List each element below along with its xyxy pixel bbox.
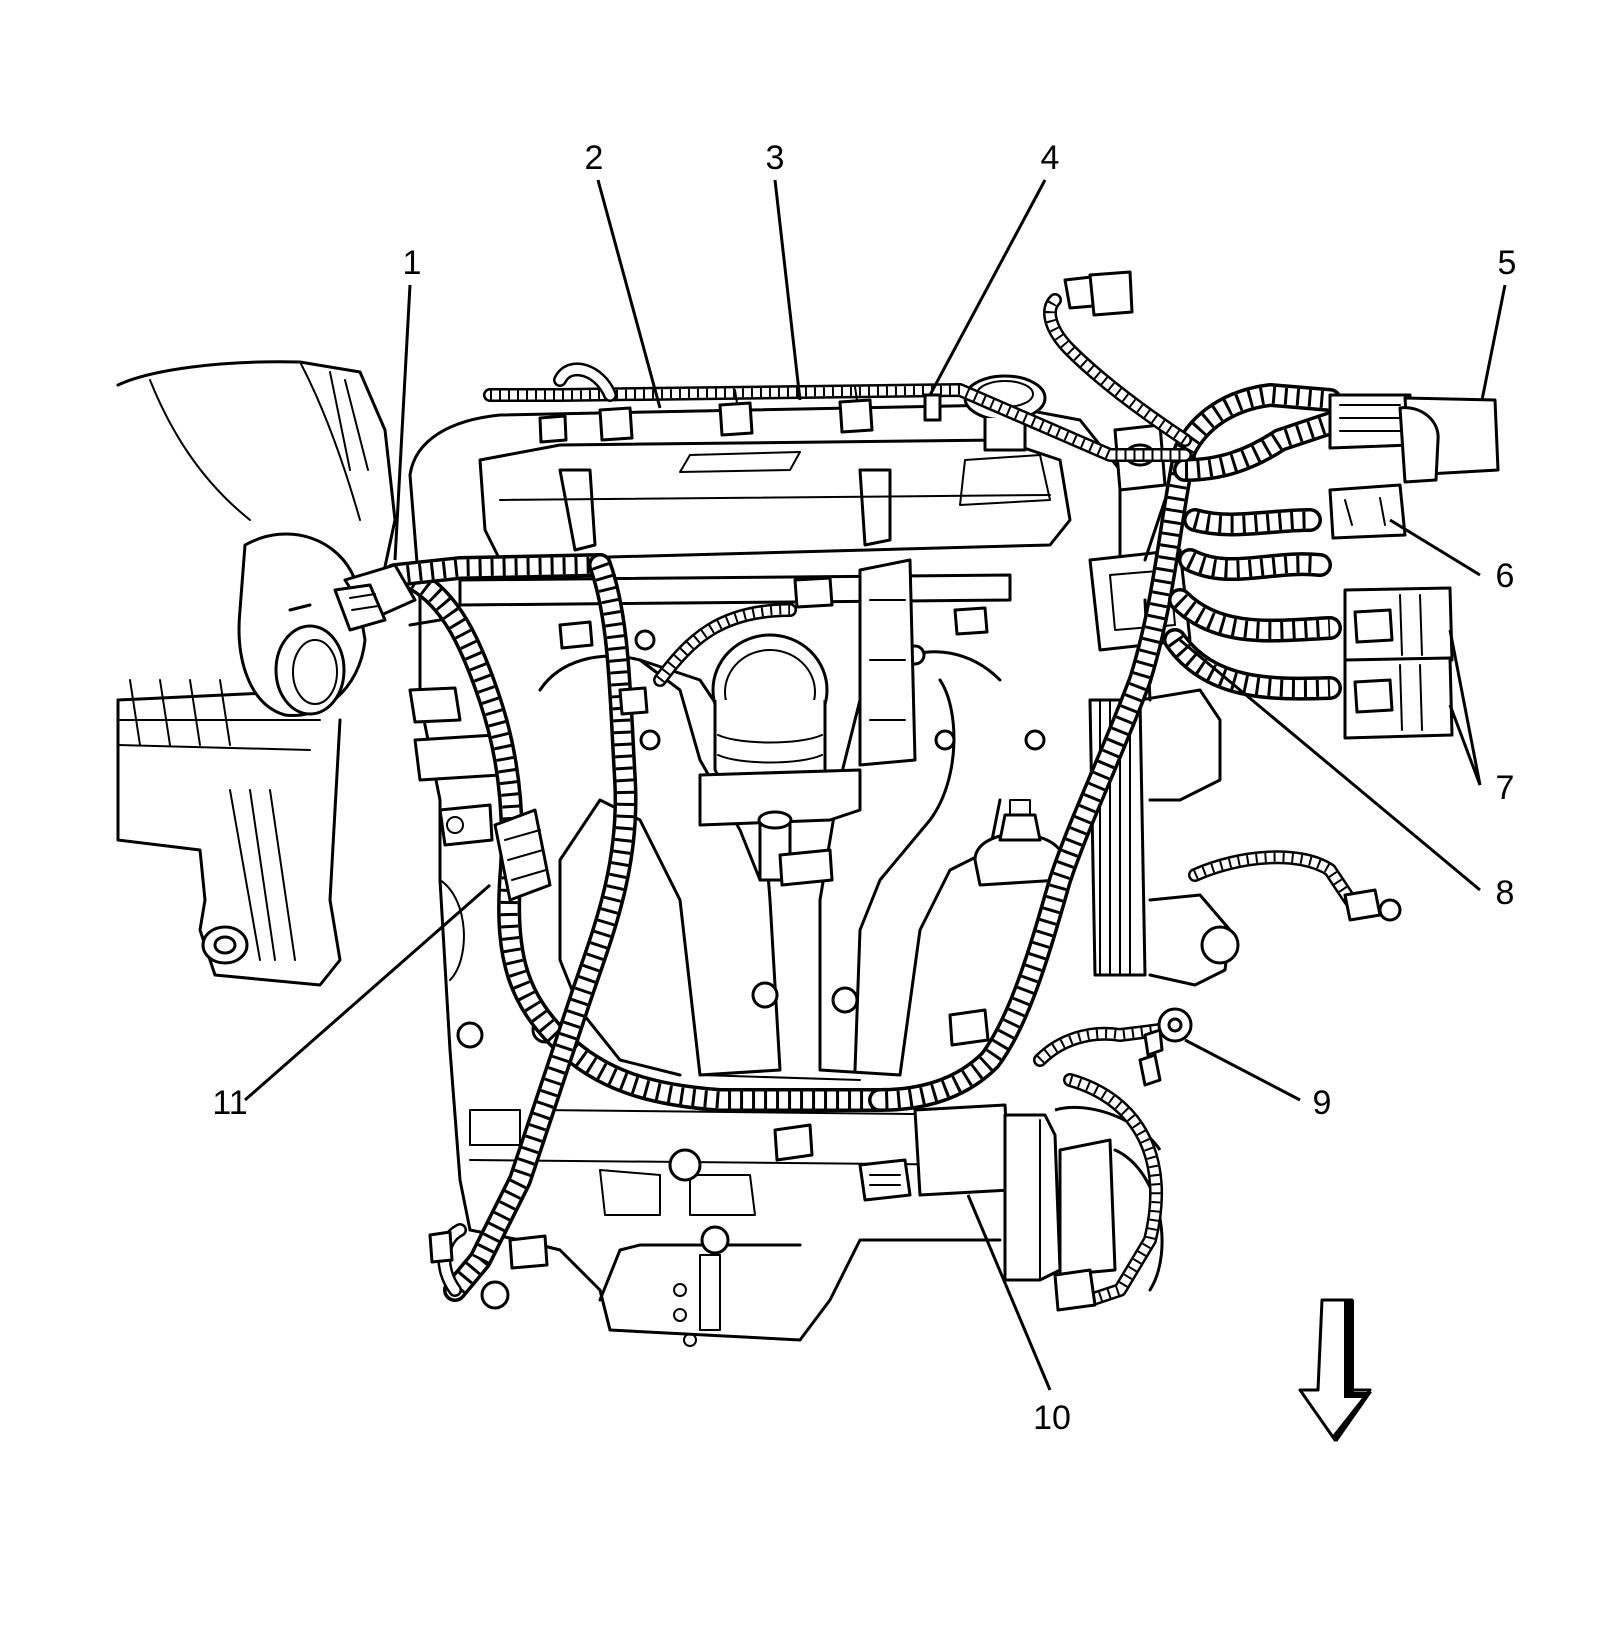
callout-2: 2 [585, 139, 604, 177]
callout-1: 1 [403, 244, 422, 282]
callout-8: 8 [1496, 874, 1515, 912]
intake-manifold [538, 558, 1062, 1081]
leader-lines [244, 179, 1507, 1391]
callout-6: 6 [1496, 557, 1515, 595]
callout-4: 4 [1041, 139, 1060, 177]
callout-10: 10 [1033, 1399, 1071, 1437]
callout-9: 9 [1313, 1084, 1332, 1122]
callout-3: 3 [766, 139, 785, 177]
down-arrow-icon [1298, 1298, 1372, 1442]
callout-5: 5 [1498, 244, 1517, 282]
air-cleaner-assembly [116, 360, 397, 987]
callout-11: 11 [212, 1084, 247, 1122]
callout-7: 7 [1496, 769, 1515, 807]
connectors [333, 270, 1500, 1312]
callout-labels: 1 2 3 4 5 6 7 8 9 10 11 [212, 139, 1516, 1437]
starter-motor [858, 1103, 1164, 1292]
